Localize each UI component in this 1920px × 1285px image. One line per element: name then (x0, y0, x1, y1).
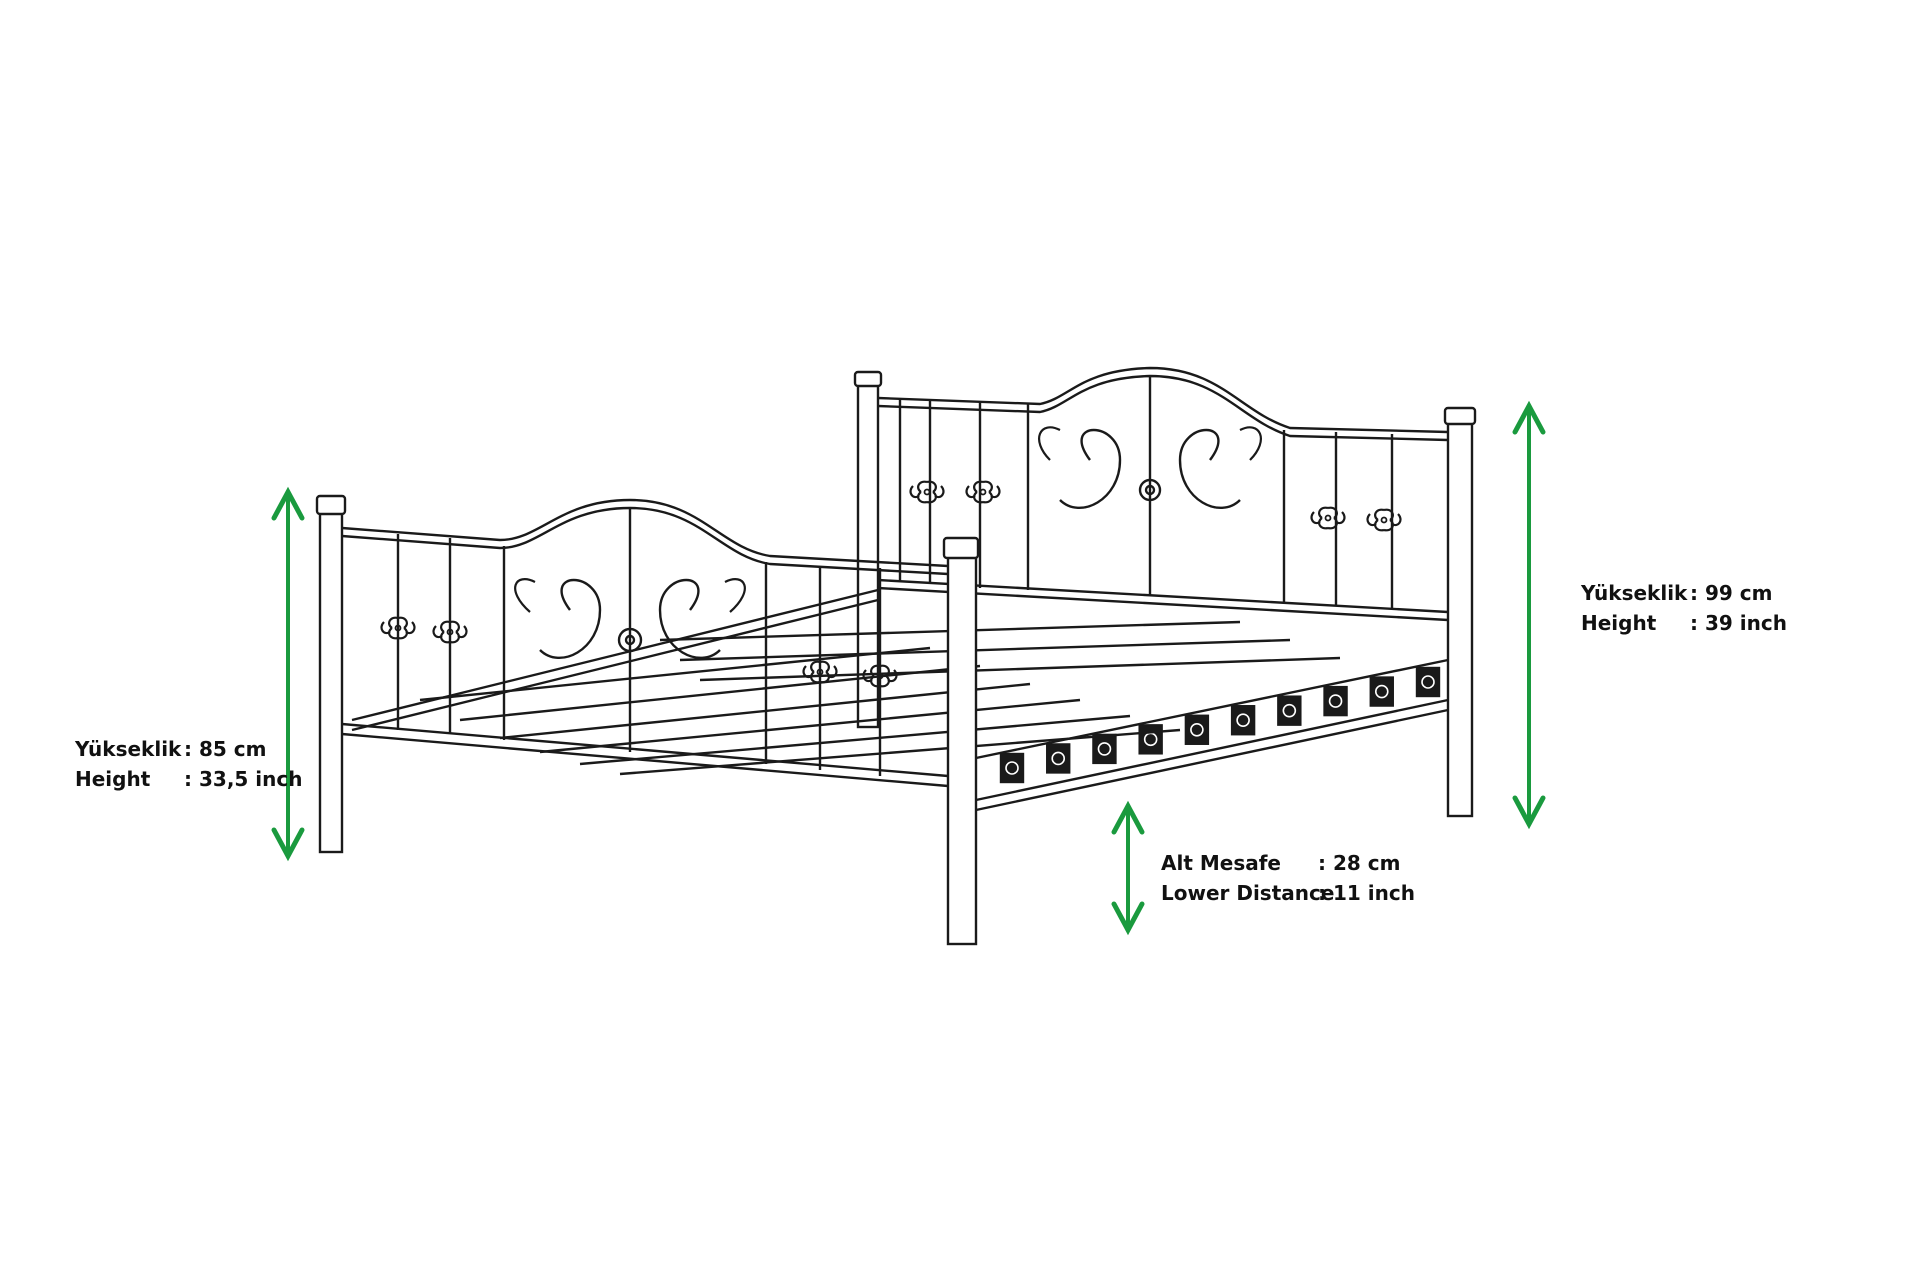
rail-decor-ornament (1190, 722, 1204, 737)
rail-decor-square (1323, 685, 1348, 717)
headboard-height-arrow (1512, 400, 1546, 830)
headboard-height-en-value: 39 inch (1705, 611, 1787, 635)
headboard-height-en-label: Height (1581, 611, 1657, 635)
footboard-height-arrow (271, 486, 305, 862)
footboard-height-en-value: 33,5 inch (199, 767, 303, 791)
footboard-left-post (318, 510, 344, 854)
lower-distance-en-label: Lower Distance (1161, 881, 1335, 905)
rail-decor-square (1092, 733, 1117, 765)
footboard-height-label: Yükseklik : 85 cm Height : 33,5 inch (75, 734, 303, 794)
headboard-height-label: Yükseklik : 99 cm Height : 39 inch (1581, 578, 1787, 638)
rail-decor-ornament (1328, 694, 1343, 708)
lower-distance-tr-value: 28 cm (1333, 851, 1401, 875)
rail-decor-ornament (1097, 742, 1112, 756)
rail-decor-ornament (1374, 684, 1389, 699)
footboard (315, 494, 980, 946)
rail-decor-ornament (1282, 703, 1297, 718)
headboard-right-post (1446, 418, 1474, 818)
side-rails (351, 588, 1449, 812)
footboard-height-tr-label: Yükseklik (75, 737, 182, 761)
rail-decor-square (999, 752, 1025, 784)
footboard-height-tr-value: 85 cm (199, 737, 267, 761)
lower-distance-en-value: 11 inch (1333, 881, 1415, 905)
rail-decor-ornament (1051, 751, 1066, 766)
footboard-height-en-label: Height (75, 767, 151, 791)
rail-decor-ornament (1005, 761, 1019, 775)
footboard-right-post (946, 554, 978, 946)
rail-decor-square (1184, 714, 1210, 745)
lower-distance-tr-label: Alt Mesafe (1161, 851, 1281, 875)
headboard-height-tr-value: 99 cm (1705, 581, 1773, 605)
rail-decor-ornament (1236, 713, 1250, 728)
rail-decor-ornament (1421, 675, 1435, 689)
headboard-height-tr-label: Yükseklik (1581, 581, 1688, 605)
rail-decor-square (1277, 695, 1302, 726)
rail-decor-square (1415, 666, 1441, 698)
lower-distance-label: Alt Mesafe : 28 cm Lower Distance : 11 i… (1161, 848, 1415, 908)
rail-decor-square (1046, 743, 1071, 774)
rail-decor-square (1138, 724, 1163, 755)
rail-decor-square (1369, 676, 1394, 707)
lower-distance-arrow (1111, 800, 1145, 936)
rail-decor-square (1230, 705, 1256, 736)
